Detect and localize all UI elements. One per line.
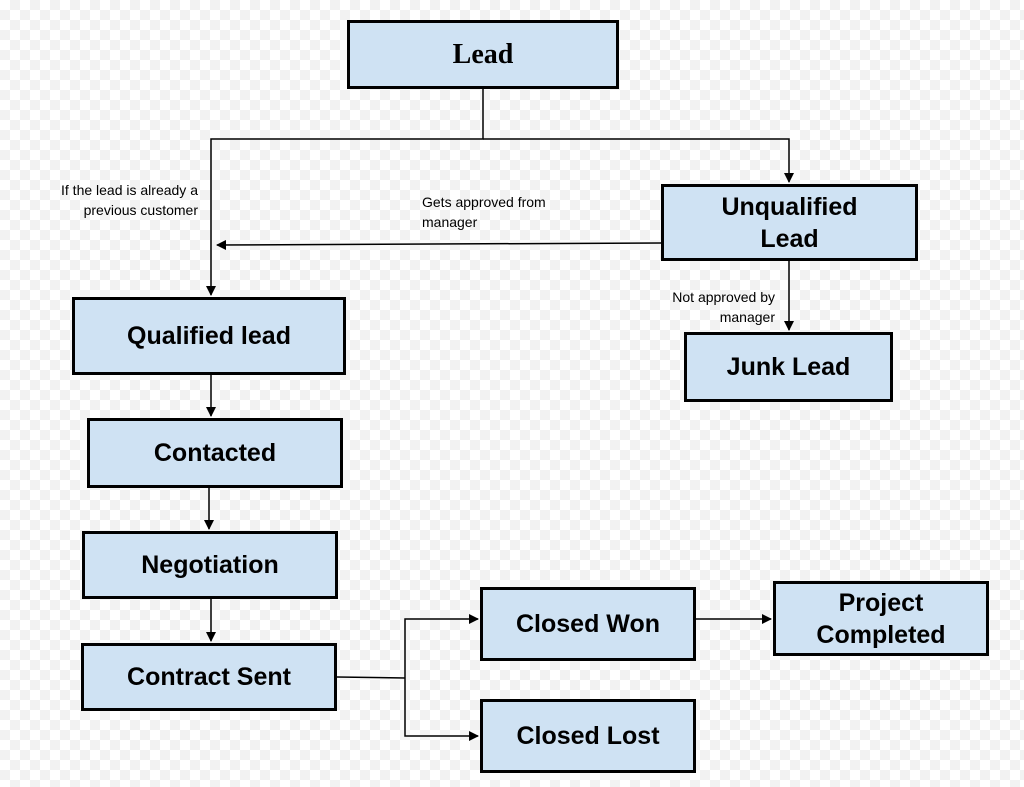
node-negotiation: Negotiation [82, 531, 338, 599]
node-negotiation-label: Negotiation [141, 551, 279, 579]
connector-unqualified-to-qualified [216, 239, 662, 250]
connector-contract-to-won [404, 614, 479, 678]
node-closed-lost-label: Closed Lost [516, 722, 660, 750]
node-lead-label: Lead [452, 38, 514, 70]
node-qualified-lead-label: Qualified lead [127, 322, 291, 350]
node-closed-won: Closed Won [480, 587, 696, 661]
node-contract-sent: Contract Sent [81, 643, 337, 711]
node-project-completed-label: Project Completed [816, 588, 946, 649]
edge-label-previous-customer: If the lead is already a previous custom… [61, 182, 198, 218]
node-closed-won-label: Closed Won [516, 610, 660, 638]
node-contract-sent-label: Contract Sent [127, 663, 291, 691]
edge-label-approved-by-manager: Gets approved from manager [422, 194, 546, 230]
connector-contract-split [336, 676, 406, 679]
node-lead: Lead [347, 20, 619, 89]
connector-lead-to-qualified [206, 89, 484, 296]
node-contacted-label: Contacted [153, 439, 277, 467]
connector-lead-to-unqualified [483, 138, 794, 183]
node-closed-lost: Closed Lost [480, 699, 696, 773]
node-unqualified-lead: Unqualified Lead [661, 184, 918, 261]
node-junk-lead-label: Junk Lead [726, 353, 851, 381]
node-junk-lead: Junk Lead [684, 332, 893, 402]
node-qualified-lead: Qualified lead [72, 297, 346, 375]
node-contacted: Contacted [87, 418, 343, 488]
node-project-completed: Project Completed [773, 581, 989, 656]
node-unqualified-lead-label: Unqualified Lead [721, 192, 858, 253]
edge-label-not-approved-by-manager: Not approved by manager [672, 289, 775, 325]
connector-contract-to-lost [404, 678, 479, 741]
